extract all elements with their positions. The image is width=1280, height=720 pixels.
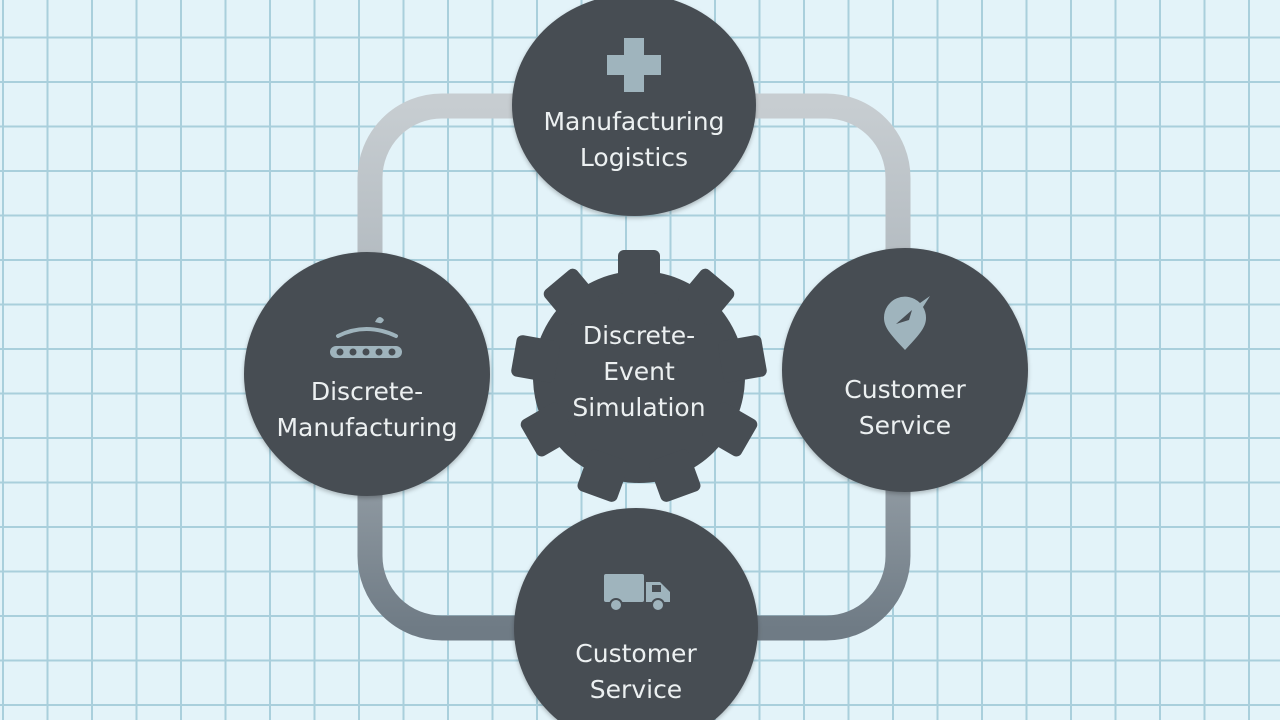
center-label-line1: Discrete- — [582, 321, 696, 350]
gear-icon — [511, 250, 767, 502]
center-label: Discrete- Event Simulation — [508, 318, 770, 426]
center-gear-node: Discrete- Event Simulation — [508, 246, 770, 508]
node-left-label: Discrete- Manufacturing — [244, 374, 490, 446]
compass-pin-icon — [883, 296, 930, 350]
center-label-line3: Simulation — [572, 393, 706, 422]
node-discrete-manufacturing: Discrete- Manufacturing — [244, 252, 490, 496]
node-top-line2: Logistics — [579, 143, 689, 172]
node-bottom-line1: Customer — [575, 639, 697, 668]
plus-icon — [607, 38, 661, 92]
node-bottom-label: Customer Service — [514, 636, 758, 708]
truck-icon — [604, 574, 670, 612]
node-manufacturing-logistics: Manufacturing Logistics — [512, 0, 756, 216]
node-left-line2: Manufacturing — [276, 413, 458, 442]
node-customer-service-right: Customer Service — [782, 248, 1028, 492]
conveyor-icon — [330, 316, 402, 358]
node-right-line2: Service — [858, 411, 952, 440]
center-label-line2: Event — [603, 357, 675, 386]
node-top-line1: Manufacturing — [543, 107, 725, 136]
node-left-line1: Discrete- — [310, 377, 424, 406]
node-right-line1: Customer — [844, 375, 966, 404]
node-bottom-line2: Service — [589, 675, 683, 704]
node-right-label: Customer Service — [782, 372, 1028, 444]
node-customer-service-bottom: Customer Service — [514, 508, 758, 720]
node-top-label: Manufacturing Logistics — [512, 104, 756, 176]
